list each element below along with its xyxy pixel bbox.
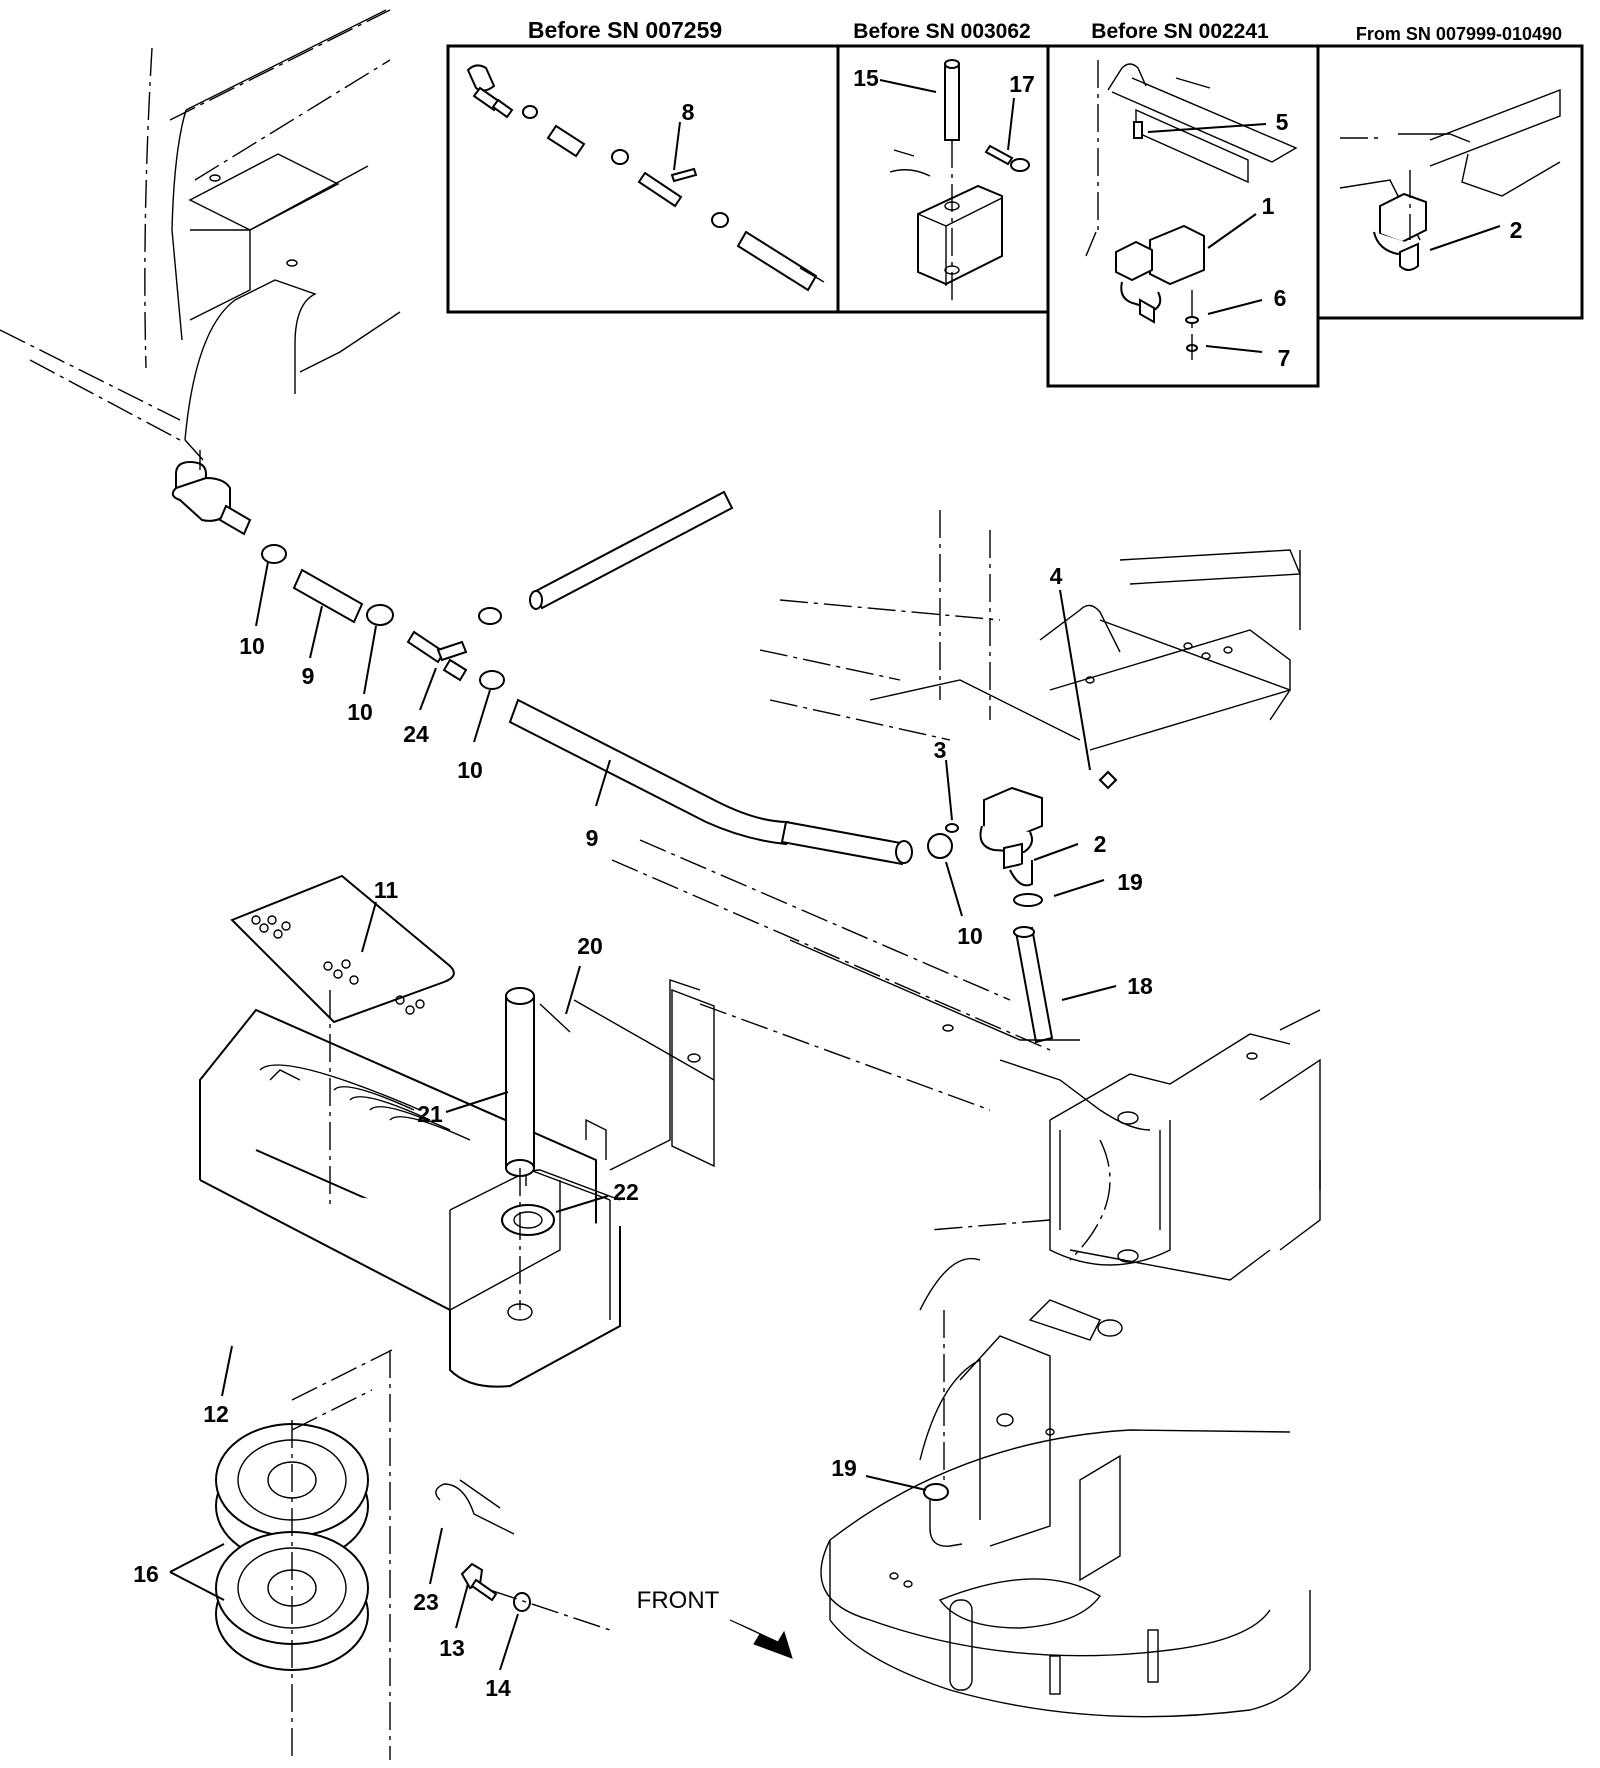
- callout-22: 22: [613, 1179, 639, 1205]
- callout-20: 20: [577, 933, 603, 959]
- callout-21: 21: [417, 1101, 443, 1127]
- caster-wheels: [215, 1349, 393, 1760]
- inset-box-1: [446, 44, 840, 314]
- fasteners: [435, 1479, 611, 1631]
- inset-box-3: [1046, 44, 1320, 388]
- inset-header-4: From SN 007999-010490: [1356, 24, 1562, 44]
- callout-17: 17: [1009, 71, 1035, 97]
- callout-5: 5: [1276, 109, 1289, 135]
- main-frame-right: [611, 839, 1321, 1341]
- leader-lines: [169, 79, 1501, 1671]
- callout-24: 24: [403, 721, 429, 747]
- inset-header-1: Before SN 007259: [528, 17, 722, 43]
- pin-and-washer: [501, 987, 571, 1310]
- callout-10-c: 10: [457, 757, 483, 783]
- callout-18: 18: [1127, 973, 1153, 999]
- callout-19-a: 19: [1117, 869, 1143, 895]
- callout-8: 8: [682, 99, 695, 125]
- callout-19-b: 19: [831, 1455, 857, 1481]
- hose-assembly-upper: [171, 450, 913, 866]
- callout-3: 3: [934, 737, 947, 763]
- inset-header-3: Before SN 002241: [1091, 20, 1269, 43]
- callout-15: 15: [853, 65, 879, 91]
- callout-6: 6: [1274, 285, 1287, 311]
- frame-top-left: [0, 9, 401, 461]
- callout-2: 2: [1094, 831, 1107, 857]
- callout-11: 11: [374, 877, 399, 903]
- callout-16: 16: [133, 1561, 159, 1587]
- callout-14: 14: [485, 1675, 511, 1701]
- inset-box-4: [1316, 44, 1584, 320]
- callout-1: 1: [1262, 193, 1275, 219]
- frame-right-center: [759, 510, 1302, 790]
- front-label: FRONT: [637, 1587, 720, 1614]
- callout-13: 13: [439, 1635, 465, 1661]
- solenoid-valve: [927, 786, 1054, 1044]
- callout-9-b: 9: [586, 825, 599, 851]
- base-plate: [820, 1258, 1311, 1718]
- inset-header-2: Before SN 003062: [853, 20, 1030, 43]
- callout-7: 7: [1278, 345, 1291, 371]
- callout-2-inset: 2: [1510, 217, 1523, 243]
- callout-4: 4: [1050, 563, 1063, 589]
- callout-10-b: 10: [347, 699, 373, 725]
- callout-10-a: 10: [239, 633, 265, 659]
- callout-12: 12: [203, 1401, 229, 1427]
- front-arrow-icon: [729, 1619, 793, 1659]
- callout-10-d: 10: [957, 923, 983, 949]
- callout-23: 23: [413, 1589, 439, 1615]
- callout-9-a: 9: [302, 663, 315, 689]
- caster-mount: [199, 874, 715, 1388]
- inset-box-2: [836, 44, 1050, 314]
